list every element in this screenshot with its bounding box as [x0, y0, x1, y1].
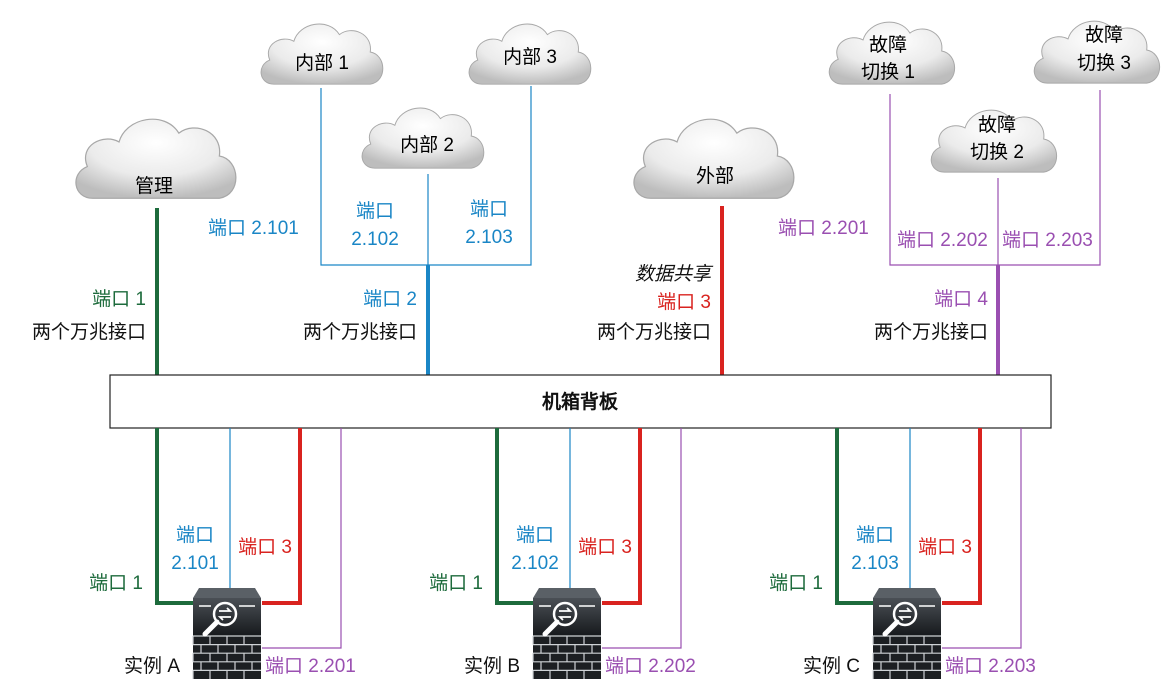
label-port2: 端口 2 — [363, 288, 417, 310]
label-port3: 端口 3 — [657, 291, 711, 313]
cloud-label: 故障 — [869, 34, 907, 56]
firewall-icon — [532, 588, 601, 679]
cloud-label: 管理 — [135, 175, 173, 197]
cloud-label: 切换 3 — [1077, 52, 1131, 74]
label-outside-port: 端口 3 — [578, 536, 632, 558]
label-mgmt-port: 端口 1 — [769, 572, 823, 594]
backplane-label: 机箱背板 — [542, 390, 619, 413]
cloud-label: 故障 — [978, 114, 1016, 136]
outside-link — [942, 428, 982, 605]
outside-link — [602, 428, 642, 605]
label-inside-port: 端口 — [516, 524, 554, 546]
label-tengig: 两个万兆接口 — [303, 321, 417, 343]
cloud-inside-3: 内部 3 — [468, 23, 592, 85]
label-mgmt-port: 端口 1 — [89, 572, 143, 594]
cloud-label: 切换 1 — [861, 61, 915, 83]
label-inside-port-number: 2.101 — [171, 553, 219, 574]
mgmt-link — [155, 428, 196, 605]
cloud-management: 管理 — [75, 118, 237, 199]
label-sub-2202: 端口 2.202 — [897, 229, 988, 251]
label-instance-name: 实例 B — [464, 655, 520, 677]
label-tengig: 两个万兆接口 — [32, 321, 146, 343]
cloud-label: 故障 — [1085, 24, 1123, 46]
label-port4: 端口 4 — [934, 288, 988, 310]
label-outside-port: 端口 3 — [238, 536, 292, 558]
label-inside-port-number: 2.102 — [511, 553, 559, 574]
label-mgmt-port: 端口 1 — [429, 572, 483, 594]
label-sub-2102-a: 端口 — [356, 200, 394, 222]
mgmt-link — [495, 428, 536, 605]
outside-link — [262, 428, 302, 605]
cloud-failover-1: 故障 切换 1 — [828, 21, 956, 85]
label-inside-port-number: 2.103 — [851, 553, 899, 574]
label-tengig: 两个万兆接口 — [874, 321, 988, 343]
label-tengig: 两个万兆接口 — [597, 321, 711, 343]
failover-link — [942, 428, 1022, 649]
label-instance-name: 实例 A — [124, 655, 180, 677]
cloud-label: 内部 2 — [400, 134, 454, 156]
label-failover-port: 端口 2.201 — [265, 655, 356, 677]
label-data-shared: 数据共享 — [635, 263, 714, 285]
cloud-failover-2: 故障 切换 2 — [930, 109, 1058, 173]
failover-link — [262, 428, 342, 649]
cloud-label: 切换 2 — [970, 141, 1024, 163]
failover-link — [602, 428, 682, 649]
label-inside-port: 端口 — [856, 524, 894, 546]
label-outside-port: 端口 3 — [918, 536, 972, 558]
label-sub-2102-b: 2.102 — [351, 229, 399, 250]
firewall-icon — [872, 588, 941, 679]
cloud-label: 内部 3 — [503, 46, 557, 68]
cloud-inside-1: 内部 1 — [260, 23, 384, 85]
cloud-label: 内部 1 — [295, 52, 349, 74]
firewall-icon — [192, 588, 261, 679]
label-sub-2103-b: 2.103 — [465, 227, 513, 248]
mgmt-link — [835, 428, 876, 605]
label-failover-port: 端口 2.203 — [945, 655, 1036, 677]
chassis-backplane: 机箱背板 — [109, 374, 1052, 429]
label-sub-2103-a: 端口 — [470, 198, 508, 220]
cloud-outside: 外部 — [633, 118, 795, 199]
label-sub-2201: 端口 2.201 — [778, 217, 869, 239]
instance-b: 端口 1 端口 2.102 端口 3 实例 B 端口 2.202 — [429, 428, 696, 679]
instance-a: 端口 1 端口 2.101 端口 3 实例 A 端口 2.201 — [89, 428, 356, 679]
label-sub-2101: 端口 2.101 — [208, 217, 299, 239]
cloud-label: 外部 — [696, 165, 734, 187]
label-failover-port: 端口 2.202 — [605, 655, 696, 677]
cloud-inside-2: 内部 2 — [361, 107, 485, 169]
label-port1: 端口 1 — [92, 288, 146, 310]
instance-c: 端口 1 端口 2.103 端口 3 实例 C 端口 2.203 — [769, 428, 1036, 679]
label-sub-2203: 端口 2.203 — [1002, 229, 1093, 251]
label-inside-port: 端口 — [176, 524, 214, 546]
label-instance-name: 实例 C — [803, 655, 860, 677]
failover-subinterface-links — [889, 90, 1101, 266]
cloud-failover-3: 故障 切换 3 — [1033, 20, 1161, 84]
